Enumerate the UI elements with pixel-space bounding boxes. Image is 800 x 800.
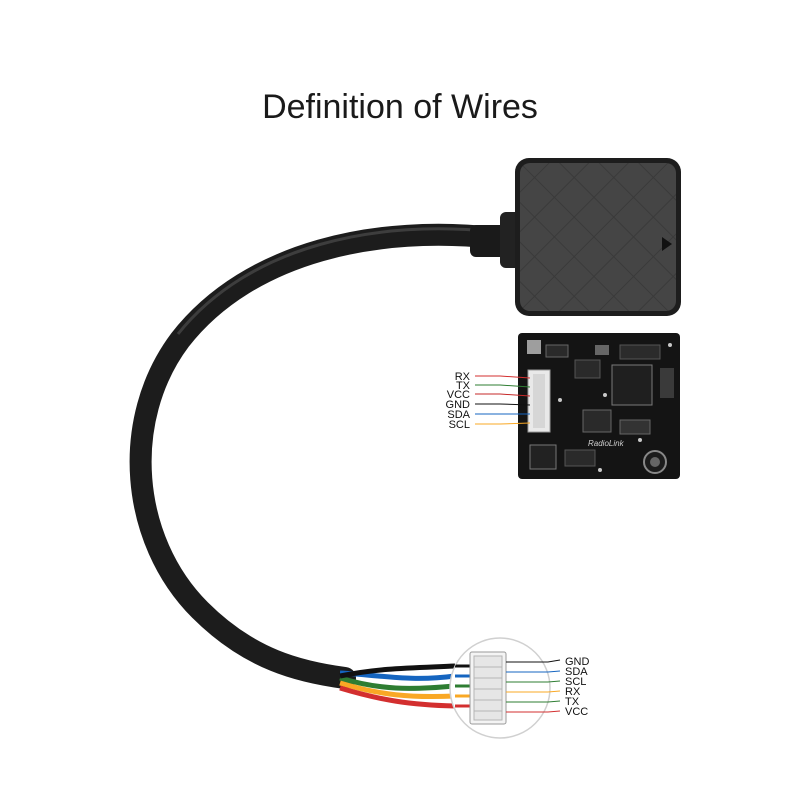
board-pin-tx: TX bbox=[456, 380, 471, 392]
connector-pin-scl: SCL bbox=[565, 676, 586, 688]
board-pin-sda: SDA bbox=[447, 409, 470, 421]
connector-inset bbox=[449, 637, 551, 739]
connector-pin-labels: GND SDA SCL RX TX VCC bbox=[565, 656, 590, 718]
connector-pin-gnd: GND bbox=[565, 656, 590, 668]
board-pin-gnd: GND bbox=[446, 399, 471, 411]
connector-pin-rx: RX bbox=[565, 686, 581, 698]
connector-leaders bbox=[506, 659, 561, 713]
cable bbox=[129, 223, 506, 689]
board-leaders bbox=[475, 375, 531, 425]
gps-pcb: RadioLink bbox=[518, 333, 680, 479]
page-title: Definition of Wires bbox=[262, 88, 538, 126]
connector-pin-tx: TX bbox=[565, 696, 580, 708]
board-pin-labels: RX TX VCC GND SDA SCL bbox=[446, 371, 471, 431]
board-pin-scl: SCL bbox=[449, 419, 470, 431]
connector-pin-vcc: VCC bbox=[565, 706, 588, 718]
board-pin-rx: RX bbox=[455, 371, 471, 383]
connector-pin-sda: SDA bbox=[565, 666, 588, 678]
gps-module-housing bbox=[515, 158, 681, 316]
board-brand-label: RadioLink bbox=[588, 439, 625, 448]
bare-wires bbox=[339, 663, 456, 709]
board-pin-vcc: VCC bbox=[447, 389, 470, 401]
